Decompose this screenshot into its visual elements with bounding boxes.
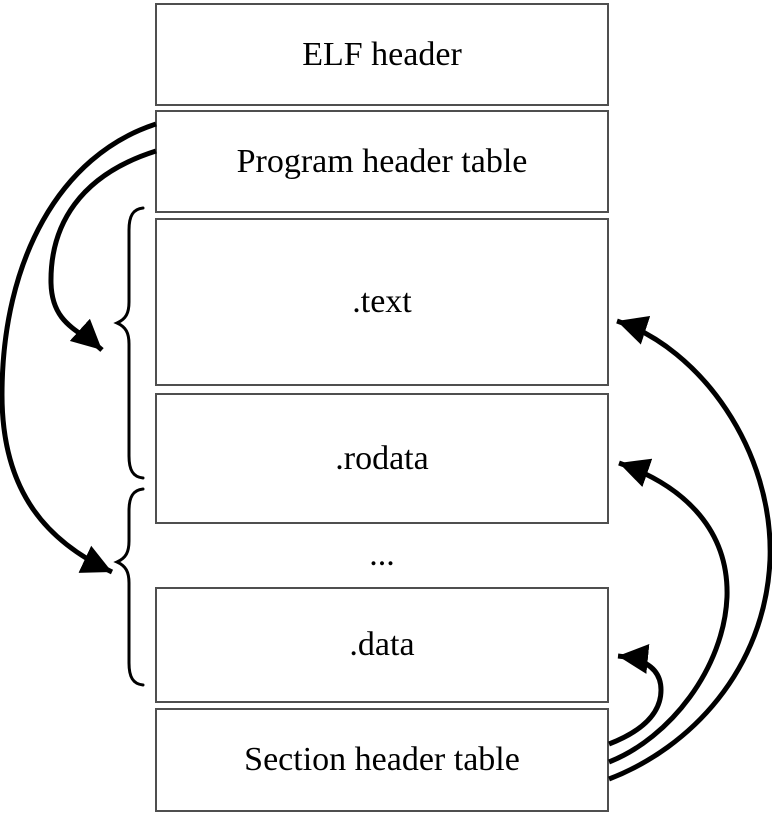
box-rodata-section: .rodata [155,393,609,524]
box-elf-header: ELF header [155,3,609,106]
brace-data-segment [113,487,145,687]
brace-text-rodata-segment [113,206,145,480]
arrow-program-header-to-text-rodata-segment [48,148,157,352]
box-text-section: .text [155,218,609,386]
box-section-header-table-label: Section header table [244,741,520,778]
arrow-section-header-to-rodata [608,458,730,765]
arrow-program-header-to-data-segment [0,121,157,575]
box-elf-header-label: ELF header [302,35,462,73]
box-section-header-table: Section header table [155,708,609,812]
arrow-section-header-to-data [608,644,664,747]
ellipsis-label: ... [369,535,395,573]
box-program-header-table-label: Program header table [236,142,528,180]
box-data-section: .data [155,587,609,703]
box-rodata-section-label: .rodata [335,439,429,477]
box-text-section-label: .text [352,283,412,320]
box-data-section-label: .data [349,626,415,663]
box-program-header-table: Program header table [155,110,609,213]
arrow-section-header-to-text [608,316,772,782]
ellipsis-more-sections: ... [155,524,609,585]
